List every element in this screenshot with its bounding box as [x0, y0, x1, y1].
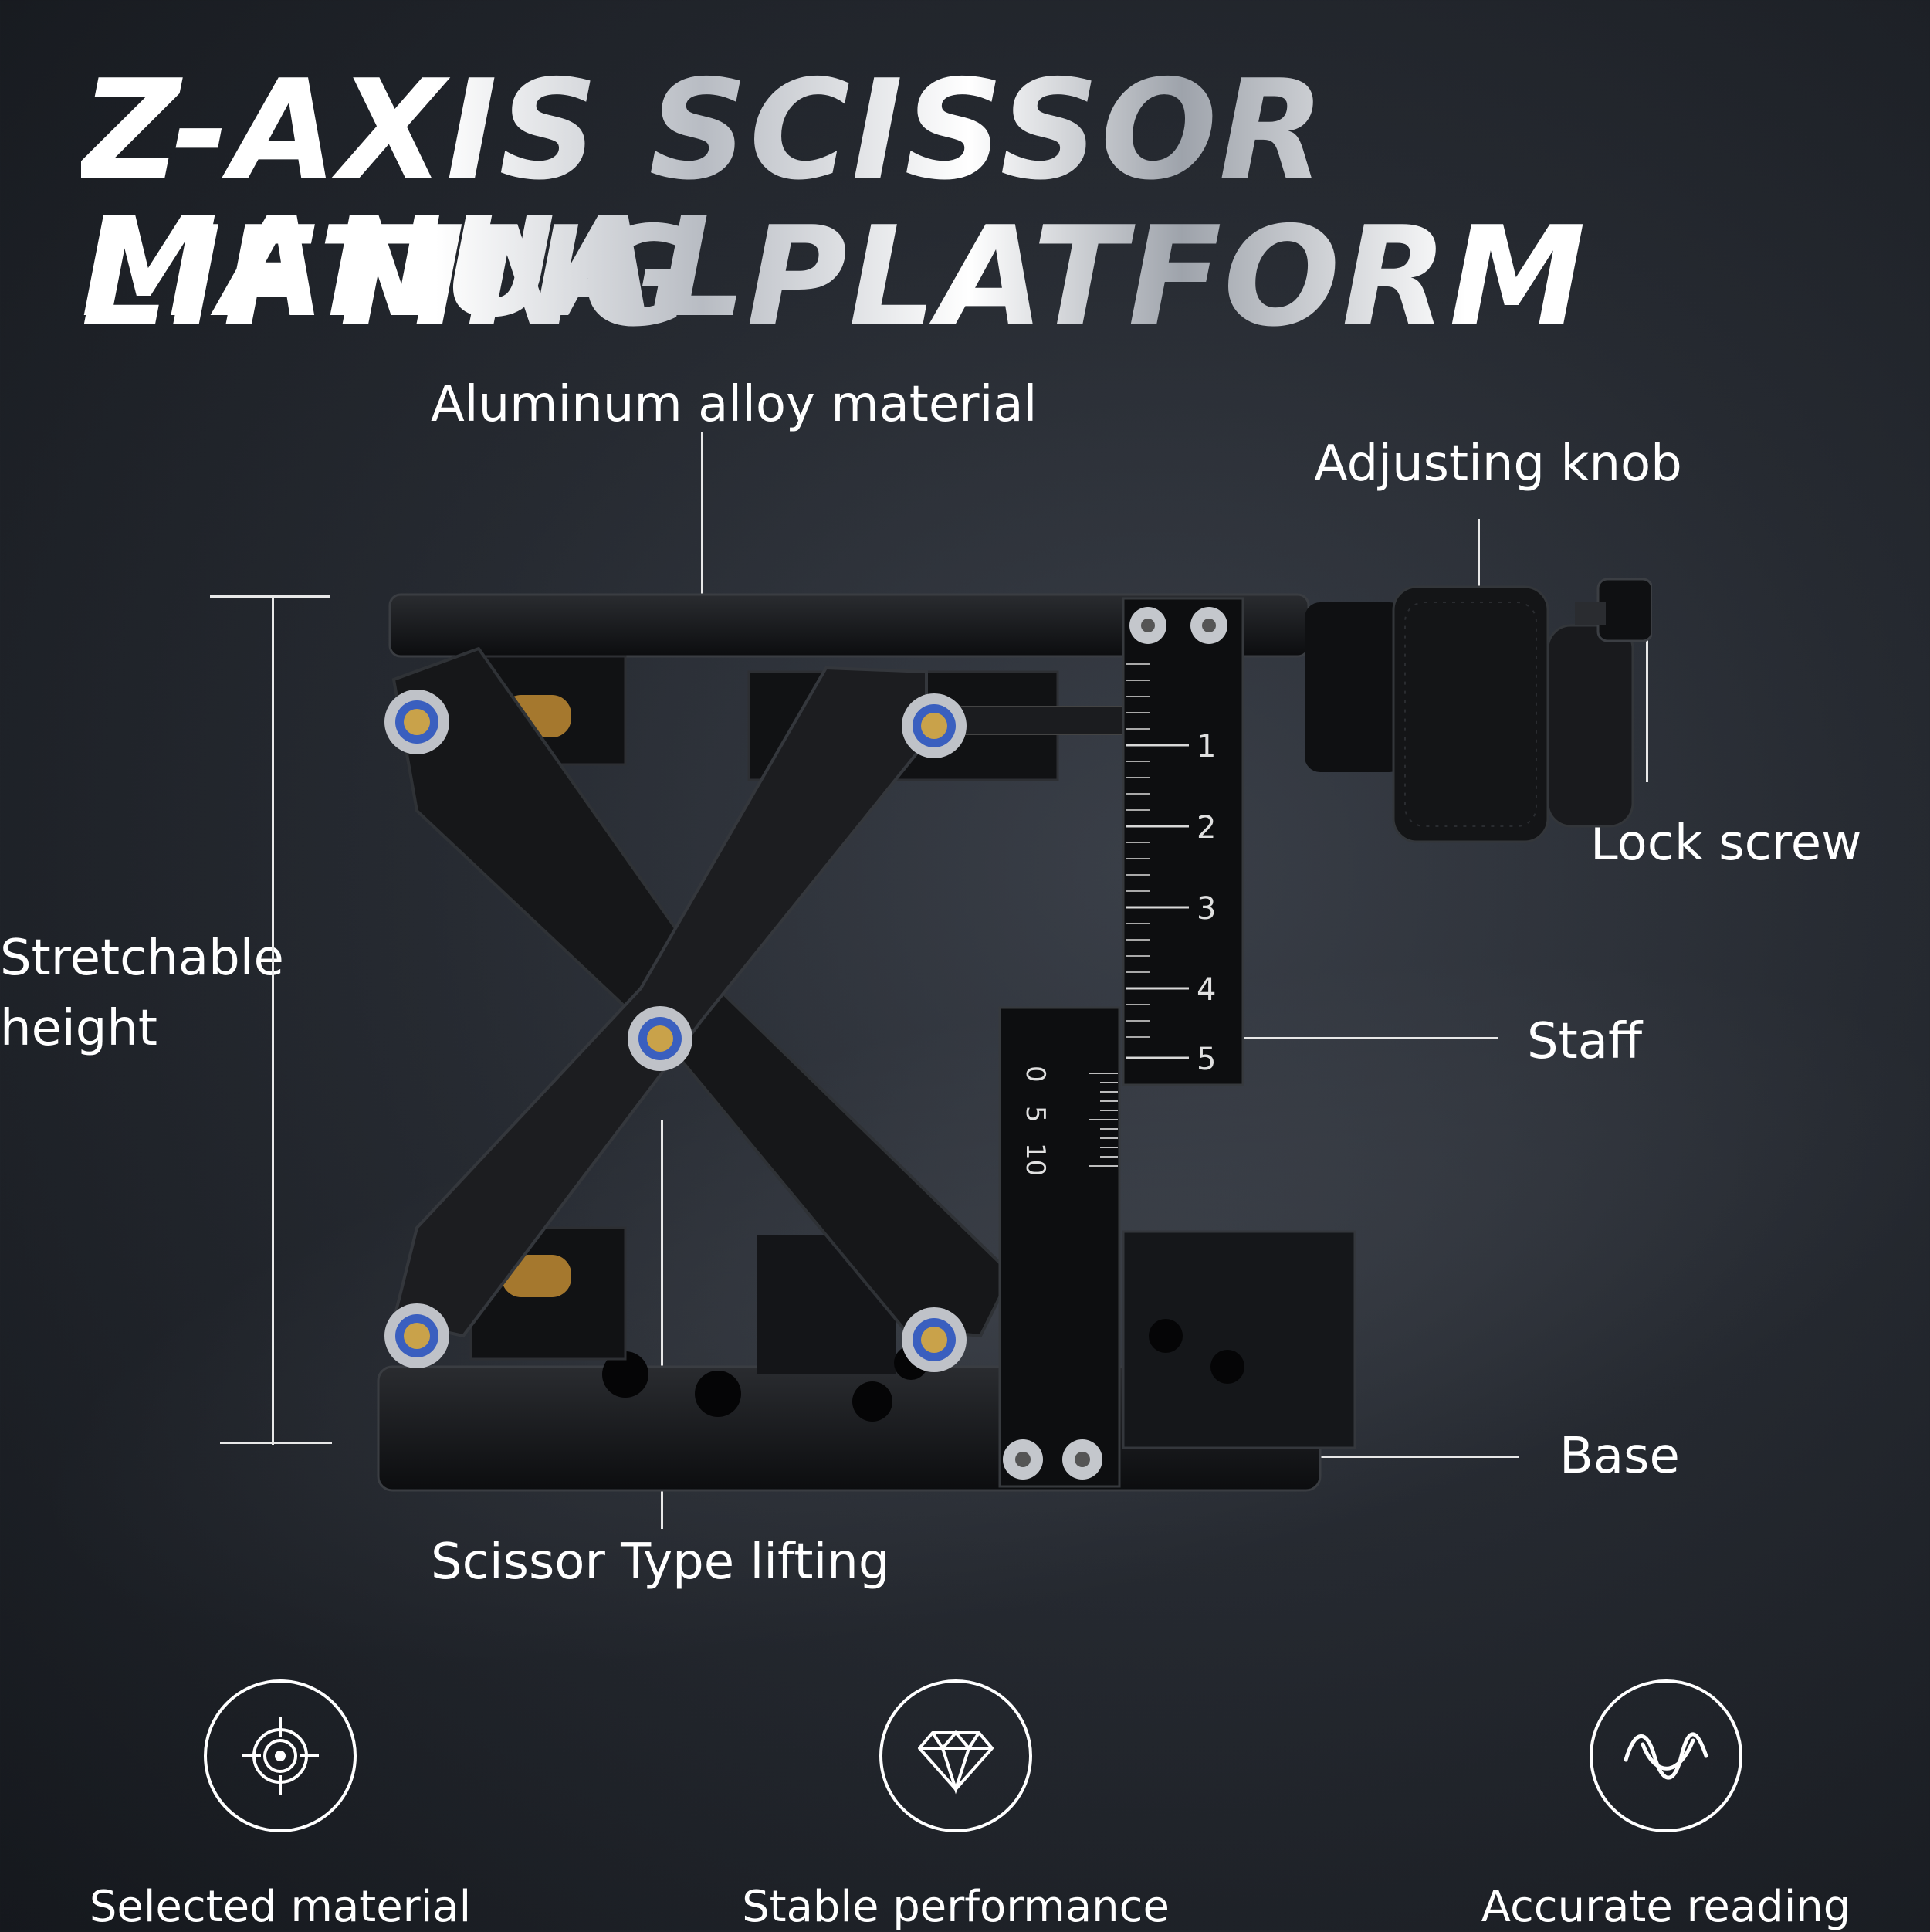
vernier-tick-5: 5	[1020, 1106, 1051, 1123]
wave-icon	[1624, 1732, 1708, 1780]
callout-staff: Staff	[1527, 1013, 1643, 1070]
feature-icon-circle	[1590, 1679, 1742, 1832]
lifting-platform-illustration: 1 2 3 4 5 0 5 10	[377, 578, 1652, 1492]
height-bracket-bottom	[220, 1442, 332, 1444]
height-bracket-top	[210, 595, 330, 598]
callout-base: Base	[1559, 1428, 1680, 1485]
diamond-icon	[918, 1730, 994, 1795]
feature-icon-circle	[204, 1679, 357, 1832]
staff-tick-2: 2	[1197, 810, 1216, 846]
callout-height-line2: height	[0, 1000, 157, 1057]
callout-base-line	[1272, 1456, 1519, 1458]
callout-knob: Adjusting knob	[1314, 436, 1682, 493]
staff-ruler: 1 2 3 4 5	[1122, 597, 1244, 1086]
callout-height-line1: Stretchable	[0, 930, 284, 987]
target-crosshair-icon	[242, 1717, 319, 1795]
callout-scissor: Scissor Type lifting	[431, 1534, 890, 1591]
vernier-ruler: 0 5 10	[998, 1006, 1121, 1488]
page-title-line2: LIFTING PLATFORM	[81, 208, 1857, 346]
vernier-tick-0: 0	[1020, 1066, 1051, 1083]
staff-tick-3: 3	[1197, 891, 1216, 927]
staff-tick-4: 4	[1197, 972, 1216, 1008]
pivot-nuts	[384, 690, 967, 1372]
callout-material: Aluminum alloy material	[431, 376, 1038, 433]
callout-lock-line	[1646, 632, 1648, 782]
feature-label: Selected material	[89, 1882, 472, 1932]
feature-icon-circle	[879, 1679, 1032, 1832]
feature-selected-material: Selected material	[49, 1679, 512, 1932]
page-title-line1: Z-AXIS SCISSOR MANUAL	[81, 62, 1857, 337]
adjusting-knob	[1305, 585, 1634, 843]
callout-scissor-line	[661, 1120, 663, 1529]
callout-material-line	[701, 432, 703, 595]
callout-knob-line	[1478, 519, 1480, 596]
vernier-tick-10: 10	[1020, 1143, 1051, 1176]
feature-stable-performance: Stable performance	[724, 1679, 1187, 1932]
callout-staff-line	[1195, 1037, 1498, 1039]
feature-label: Stable performance	[742, 1882, 1170, 1932]
staff-tick-1: 1	[1197, 729, 1216, 764]
feature-accurate-reading: Accurate reading	[1434, 1679, 1898, 1932]
staff-tick-5: 5	[1197, 1042, 1216, 1077]
feature-label: Accurate reading	[1481, 1882, 1851, 1932]
callout-lock: Lock screw	[1590, 815, 1862, 872]
height-bracket-vertical	[272, 595, 274, 1445]
lock-screw	[1575, 578, 1652, 642]
